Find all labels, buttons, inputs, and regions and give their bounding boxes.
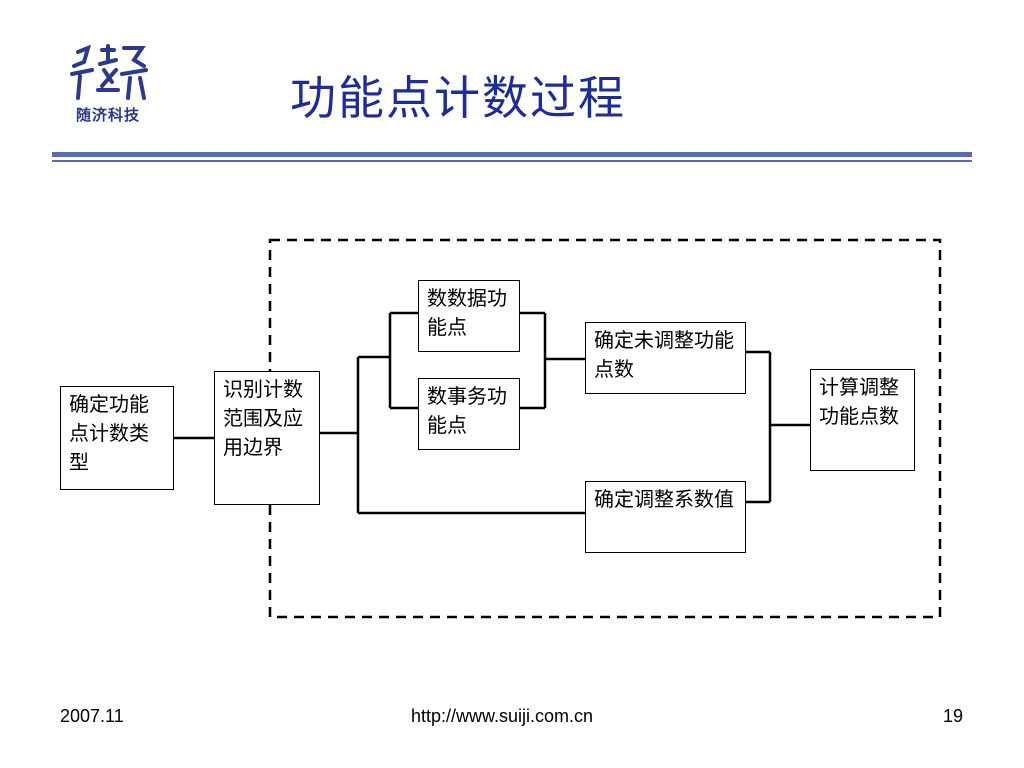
node-data-function-points: 数数据功能点 [418,280,520,352]
logo-text: 随济科技 [75,106,140,124]
connectors [174,311,810,515]
title-divider-thin [52,160,972,162]
footer-page-number: 19 [943,706,964,726]
node-determine-type: 确定功能点计数类型 [60,386,174,490]
node-adjustment-factor: 确定调整系数值 [585,481,746,553]
node-identify-scope: 识别计数范围及应用边界 [214,371,320,505]
node-adjusted-function-points: 计算调整功能点数 [810,369,915,471]
title-divider [52,152,972,157]
node-unadjusted-function-points: 确定未调整功能点数 [585,322,746,394]
page-title: 功能点计数过程 [290,71,626,125]
footer-url: http://www.suiji.com.cn [411,706,594,726]
node-transaction-function-points: 数事务功能点 [418,378,520,450]
company-logo [70,44,148,100]
footer-date: 2007.11 [60,706,124,726]
